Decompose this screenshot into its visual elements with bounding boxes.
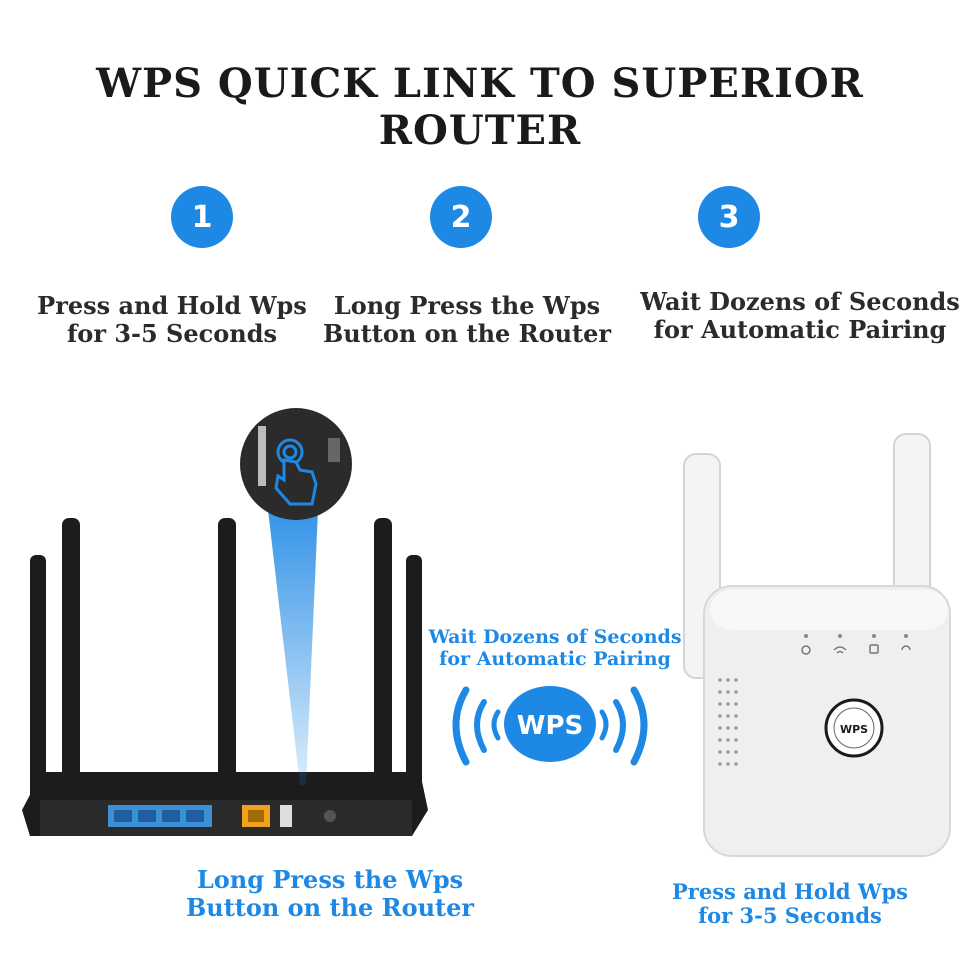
step-2-line2: Button on the Router (322, 319, 612, 348)
extender-illustration: WPS (683, 433, 951, 857)
step-1-line1: Press and Hold Wps (37, 291, 307, 320)
step-3-text: Wait Dozens of Seconds for Automatic Pai… (640, 288, 960, 344)
step-1-badge: 1 (171, 186, 233, 248)
extender-wps-label: WPS (840, 723, 868, 736)
router-antenna (218, 518, 236, 788)
step-2-badge: 2 (430, 186, 492, 248)
signal-icon (869, 644, 879, 654)
router-illustration (22, 408, 428, 836)
step-2-line1: Long Press the Wps (333, 291, 601, 320)
center-caption-line1: Wait Dozens of Seconds (428, 626, 682, 648)
step-3-line1: Wait Dozens of Seconds (640, 287, 960, 316)
page-title: WPS QUICK LINK TO SUPERIOR ROUTER (96, 60, 864, 154)
step-1-line2: for 3-5 Seconds (66, 319, 277, 348)
center-caption: Wait Dozens of Seconds for Automatic Pai… (420, 626, 690, 670)
hand-press-icon (274, 438, 318, 506)
center-caption-line2: for Automatic Pairing (439, 648, 671, 670)
press-beam (268, 510, 318, 785)
wps-signal-graphic: WPS (452, 686, 648, 766)
wps-badge-label: WPS (517, 711, 583, 741)
router-antenna (406, 555, 422, 805)
extender-caption-line2: for 3-5 Seconds (698, 903, 882, 928)
wifi-icon (833, 646, 847, 654)
extender-caption-line1: Press and Hold Wps (672, 879, 908, 904)
usb-port (280, 805, 292, 827)
step-2-text: Long Press the Wps Button on the Router (317, 292, 617, 348)
step-3-line2: for Automatic Pairing (653, 315, 947, 344)
wps-badge (504, 686, 596, 762)
power-port (324, 810, 336, 822)
router-antenna (62, 518, 80, 800)
router-antenna (30, 555, 46, 805)
router-antenna (374, 518, 392, 800)
repeat-icon (901, 645, 911, 651)
status-led-icons (804, 634, 908, 638)
router-caption-line2: Button on the Router (185, 893, 475, 922)
extender-caption: Press and Hold Wps for 3-5 Seconds (660, 880, 920, 928)
step-1-text: Press and Hold Wps for 3-5 Seconds (22, 292, 322, 348)
step-3-badge: 3 (698, 186, 760, 248)
router-caption-line1: Long Press the Wps (196, 865, 464, 894)
power-icon (801, 645, 811, 655)
router-caption: Long Press the Wps Button on the Router (160, 866, 500, 922)
